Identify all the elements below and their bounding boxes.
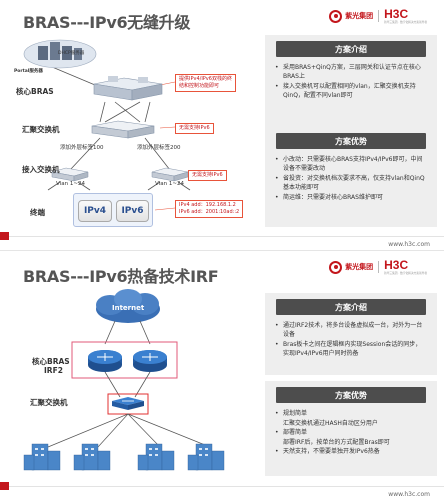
ipv4-terminal: IPv4 (78, 200, 112, 222)
intro-list: 通过IRF2技术，将多台设备虚拟成一台，对外为一台设备 Bras板卡之间在逻辑框… (265, 319, 437, 363)
vlan-right-label: Vlan 1~24 (155, 181, 185, 187)
advantage-item-detail: 汇聚交换机通过HASH自动区分用户 (283, 420, 378, 427)
slide-ipv6-upgrade: BRAS---IPv6无缝升级 紫光集团 H3C 新华三集团 · 数字化解决方案… (0, 0, 444, 250)
topology-lines (44, 63, 191, 211)
advantage-item: 规划简单 (275, 409, 427, 418)
footer-divider (9, 486, 444, 487)
logo-tagline: 新华三集团 · 数字化解决方案领导者 (384, 271, 428, 275)
footer-accent-bar (0, 232, 9, 240)
footer-url: www.h3c.com (388, 241, 430, 248)
core-bras-label: 核心BRAS (16, 87, 54, 96)
aggregation-switch-label: 汇聚交换机 (30, 398, 68, 407)
irf-network-diagram: Internet 核心BRAS IRF2 汇聚交换机 (0, 279, 265, 484)
server-cluster-icon (23, 39, 97, 69)
logo-divider (378, 261, 380, 273)
irf2-label: IRF2 (44, 366, 63, 375)
logo-brand: H3C (384, 258, 409, 272)
intro-item: Bras板卡之间在逻辑框内实现Session会话的同步，实现IPv4/IPv6用… (275, 340, 427, 358)
intro-item: 接入交换机可以配置相同的vlan，汇聚交换机支持QinQ，配置不同vlan即可 (275, 82, 427, 100)
footer-accent-bar (0, 482, 9, 490)
logo-brand: H3C (384, 7, 409, 21)
advantage-panel-title: 方案优势 (276, 387, 426, 403)
advantage-item: 部署简单 (275, 428, 427, 437)
core-bras-label: 核心BRAS (32, 357, 70, 366)
outer-tag-right-label: 添加外层标签200 (137, 145, 181, 151)
core-callout-line-1: 提供IPv4/IPv6双栈的终 (179, 76, 232, 82)
logo-group-name: 紫光集团 (345, 263, 374, 271)
ipv4-address: IPv4 add：192.168.1.2 (179, 202, 236, 208)
advantage-panel: 方案优势 小改动：只需要核心BRAS支持IPv4/IPv6即可，中间设备不需要改… (265, 127, 437, 227)
intro-panel: 方案介绍 通过IRF2技术，将多台设备虚拟成一台，对外为一台设备 Bras板卡之… (265, 293, 437, 375)
intro-list: 采用BRAS+QinQ方案，三层网关和认证节点在核心BRAS上 接入交换机可以配… (265, 61, 437, 105)
advantage-item: 天然支持，不需要单独开发IPv6热备 (275, 447, 427, 456)
logo-group-name: 紫光集团 (345, 12, 374, 20)
advantage-item: 小改动：只需要核心BRAS支持IPv4/IPv6即可，中间设备不需要改动 (275, 155, 427, 173)
aggregation-callout: 无需支持IPv6 (175, 123, 214, 134)
advantage-item-detail: 部署IRF后，按单台的方式配置Bras即可 (283, 439, 390, 446)
logo-brand-block: H3C 新华三集团 · 数字化解决方案领导者 (384, 8, 432, 24)
access-callout: 无需支持IPv6 (188, 170, 227, 181)
advantage-list: 规划简单 汇聚交换机通过HASH自动区分用户 部署简单 部署IRF后，按单台的方… (265, 407, 437, 461)
outer-tag-left-label: 添加外层标签100 (60, 145, 104, 151)
portal-server-label: Portal服务器 (14, 69, 43, 74)
internet-cloud-icon (96, 289, 160, 323)
footer-divider (9, 236, 444, 237)
intro-item: 通过IRF2技术，将多台设备虚拟成一台，对外为一台设备 (275, 321, 427, 339)
ipv6-terminal: IPv6 (116, 200, 149, 222)
ipv6-address: IPv6 add：2001:10ad::2 (179, 209, 240, 215)
core-bras-router-icon (93, 76, 163, 101)
intro-panel-title: 方案介绍 (276, 299, 426, 315)
advantage-item: 省投资：对交换机档次要求不高，仅支持vlan和QinQ基本功能即可 (275, 174, 427, 192)
advantage-panel-title: 方案优势 (276, 133, 426, 149)
internet-label: Internet (112, 304, 145, 312)
company-logo: 紫光集团 H3C 新华三集团 · 数字化解决方案领导者 (329, 8, 432, 24)
advantage-item: 简运维：只需要对核心BRAS维护即可 (275, 193, 427, 202)
logo-seal-icon (329, 9, 343, 23)
logo-divider (378, 10, 380, 22)
terminal-address-callout: IPv4 add：192.168.1.2 IPv6 add：2001:10ad:… (175, 200, 244, 218)
slide-title: BRAS---IPv6无缝升级 (23, 13, 191, 32)
logo-brand-block: H3C 新华三集团 · 数字化解决方案领导者 (384, 259, 432, 275)
core-bras-callout: 提供IPv4/IPv6双栈的终 结和控制功能即可 (175, 74, 236, 92)
advantage-panel: 方案优势 规划简单 汇聚交换机通过HASH自动区分用户 部署简单 部署IRF后，… (265, 381, 437, 476)
aggregation-switch-label: 汇聚交换机 (22, 125, 60, 134)
intro-panel-title: 方案介绍 (276, 41, 426, 57)
access-switch-left-icon (51, 167, 89, 182)
access-switch-label: 接入交换机 (22, 165, 60, 174)
intro-item: 采用BRAS+QinQ方案，三层网关和认证节点在核心BRAS上 (275, 63, 427, 81)
terminal-label: 终端 (30, 208, 45, 217)
intro-panel: 方案介绍 采用BRAS+QinQ方案，三层网关和认证节点在核心BRAS上 接入交… (265, 35, 437, 130)
vlan-left-label: Vlan 1~24 (56, 181, 86, 187)
slide-title: BRAS---IPv6热备技术IRF (23, 267, 219, 286)
irf-topology-lines (23, 289, 225, 471)
advantage-list: 小改动：只需要核心BRAS支持IPv4/IPv6即可，中间设备不需要改动 省投资… (265, 153, 437, 207)
core-callout-line-2: 结和控制功能即可 (179, 83, 220, 89)
aggregation-switch-icon (91, 120, 155, 139)
company-logo: 紫光集团 H3C 新华三集团 · 数字化解决方案领导者 (329, 259, 432, 275)
network-diagram: DHCP服务器 Portal服务器 核心BRAS 提供IPv4/IPv6双栈的终… (0, 30, 265, 235)
logo-tagline: 新华三集团 · 数字化解决方案领导者 (384, 20, 428, 24)
logo-seal-icon (329, 260, 343, 274)
slide-irf-hot-standby: BRAS---IPv6热备技术IRF 紫光集团 H3C 新华三集团 · 数字化解… (0, 250, 444, 500)
footer-url: www.h3c.com (388, 491, 430, 498)
access-switch-right-icon (151, 167, 189, 182)
dhcp-server-label: DHCP服务器 (58, 51, 85, 56)
